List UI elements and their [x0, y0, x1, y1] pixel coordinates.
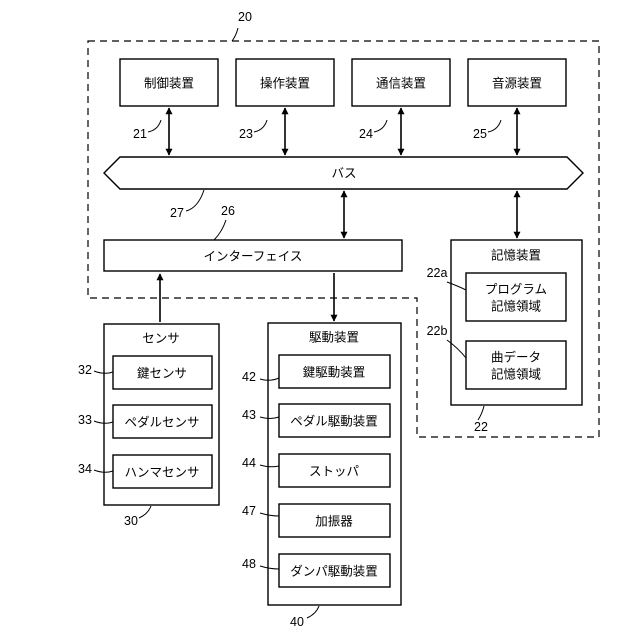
- damper-drive-label: ダンパ駆動装置: [290, 564, 378, 579]
- leader-communication: [374, 120, 387, 132]
- ref-bus: 27: [170, 206, 184, 220]
- ref-damper-drive: 48: [242, 557, 256, 571]
- leader-interface: [214, 220, 226, 240]
- ref-control: 21: [133, 127, 147, 141]
- sound-source-device-label: 音源装置: [492, 76, 542, 91]
- ref-drive-group: 40: [290, 615, 304, 629]
- ref-operation: 23: [239, 127, 253, 141]
- pedal-drive-label: ペダル駆動装置: [290, 414, 378, 429]
- leader-key-drive: [260, 378, 279, 380]
- ref-sensor-group: 30: [124, 514, 138, 528]
- leader-exciter: [260, 513, 279, 516]
- ref-communication: 24: [359, 127, 373, 141]
- leader-control: [148, 120, 161, 132]
- pedal-sensor-label: ペダルセンサ: [124, 415, 199, 430]
- leader-sound-source: [488, 120, 501, 132]
- interface-label: インターフェイス: [204, 249, 303, 264]
- bus-label: バス: [331, 166, 356, 181]
- exciter-label: 加振器: [315, 514, 353, 529]
- leader-system: [232, 28, 238, 41]
- drive-group-label: 駆動装置: [309, 330, 359, 345]
- song-area-label-1: 曲データ: [491, 350, 541, 365]
- leader-storage: [478, 406, 484, 420]
- program-area-label-1: プログラム: [485, 282, 547, 297]
- leader-drive-group: [307, 606, 319, 618]
- leader-bus: [186, 190, 204, 211]
- ref-hammer-sensor: 34: [78, 462, 92, 476]
- leader-operation: [254, 120, 267, 132]
- song-area-label-2: 記憶領域: [491, 367, 541, 382]
- storage-device-label: 記憶装置: [491, 248, 541, 263]
- ref-storage: 22: [474, 420, 488, 434]
- key-sensor-label: 鍵センサ: [137, 366, 187, 381]
- ref-system: 20: [238, 10, 252, 24]
- program-area-box: [466, 273, 566, 321]
- operation-device-label: 操作装置: [260, 76, 310, 91]
- ref-interface: 26: [221, 204, 235, 218]
- control-device-label: 制御装置: [144, 76, 194, 91]
- ref-stopper: 44: [242, 456, 256, 470]
- stopper-label: ストッパ: [309, 464, 359, 479]
- communication-device-label: 通信装置: [376, 76, 426, 91]
- ref-song-area: 22b: [427, 324, 448, 338]
- ref-key-sensor: 32: [78, 363, 92, 377]
- song-area-box: [466, 341, 566, 389]
- leader-sensor-group: [139, 506, 151, 518]
- sensor-group-label: センサ: [142, 331, 180, 346]
- ref-exciter: 47: [242, 504, 256, 518]
- leader-stopper: [260, 465, 279, 467]
- leader-pedal-drive: [260, 417, 279, 419]
- ref-pedal-drive: 43: [242, 408, 256, 422]
- ref-pedal-sensor: 33: [78, 413, 92, 427]
- program-area-label-2: 記憶領域: [491, 299, 541, 314]
- hammer-sensor-label: ハンマセンサ: [124, 465, 199, 480]
- ref-program-area: 22a: [427, 266, 448, 280]
- ref-sound-source: 25: [473, 127, 487, 141]
- ref-key-drive: 42: [242, 370, 256, 384]
- key-drive-label: 鍵駆動装置: [303, 365, 366, 380]
- leader-damper-drive: [260, 566, 279, 569]
